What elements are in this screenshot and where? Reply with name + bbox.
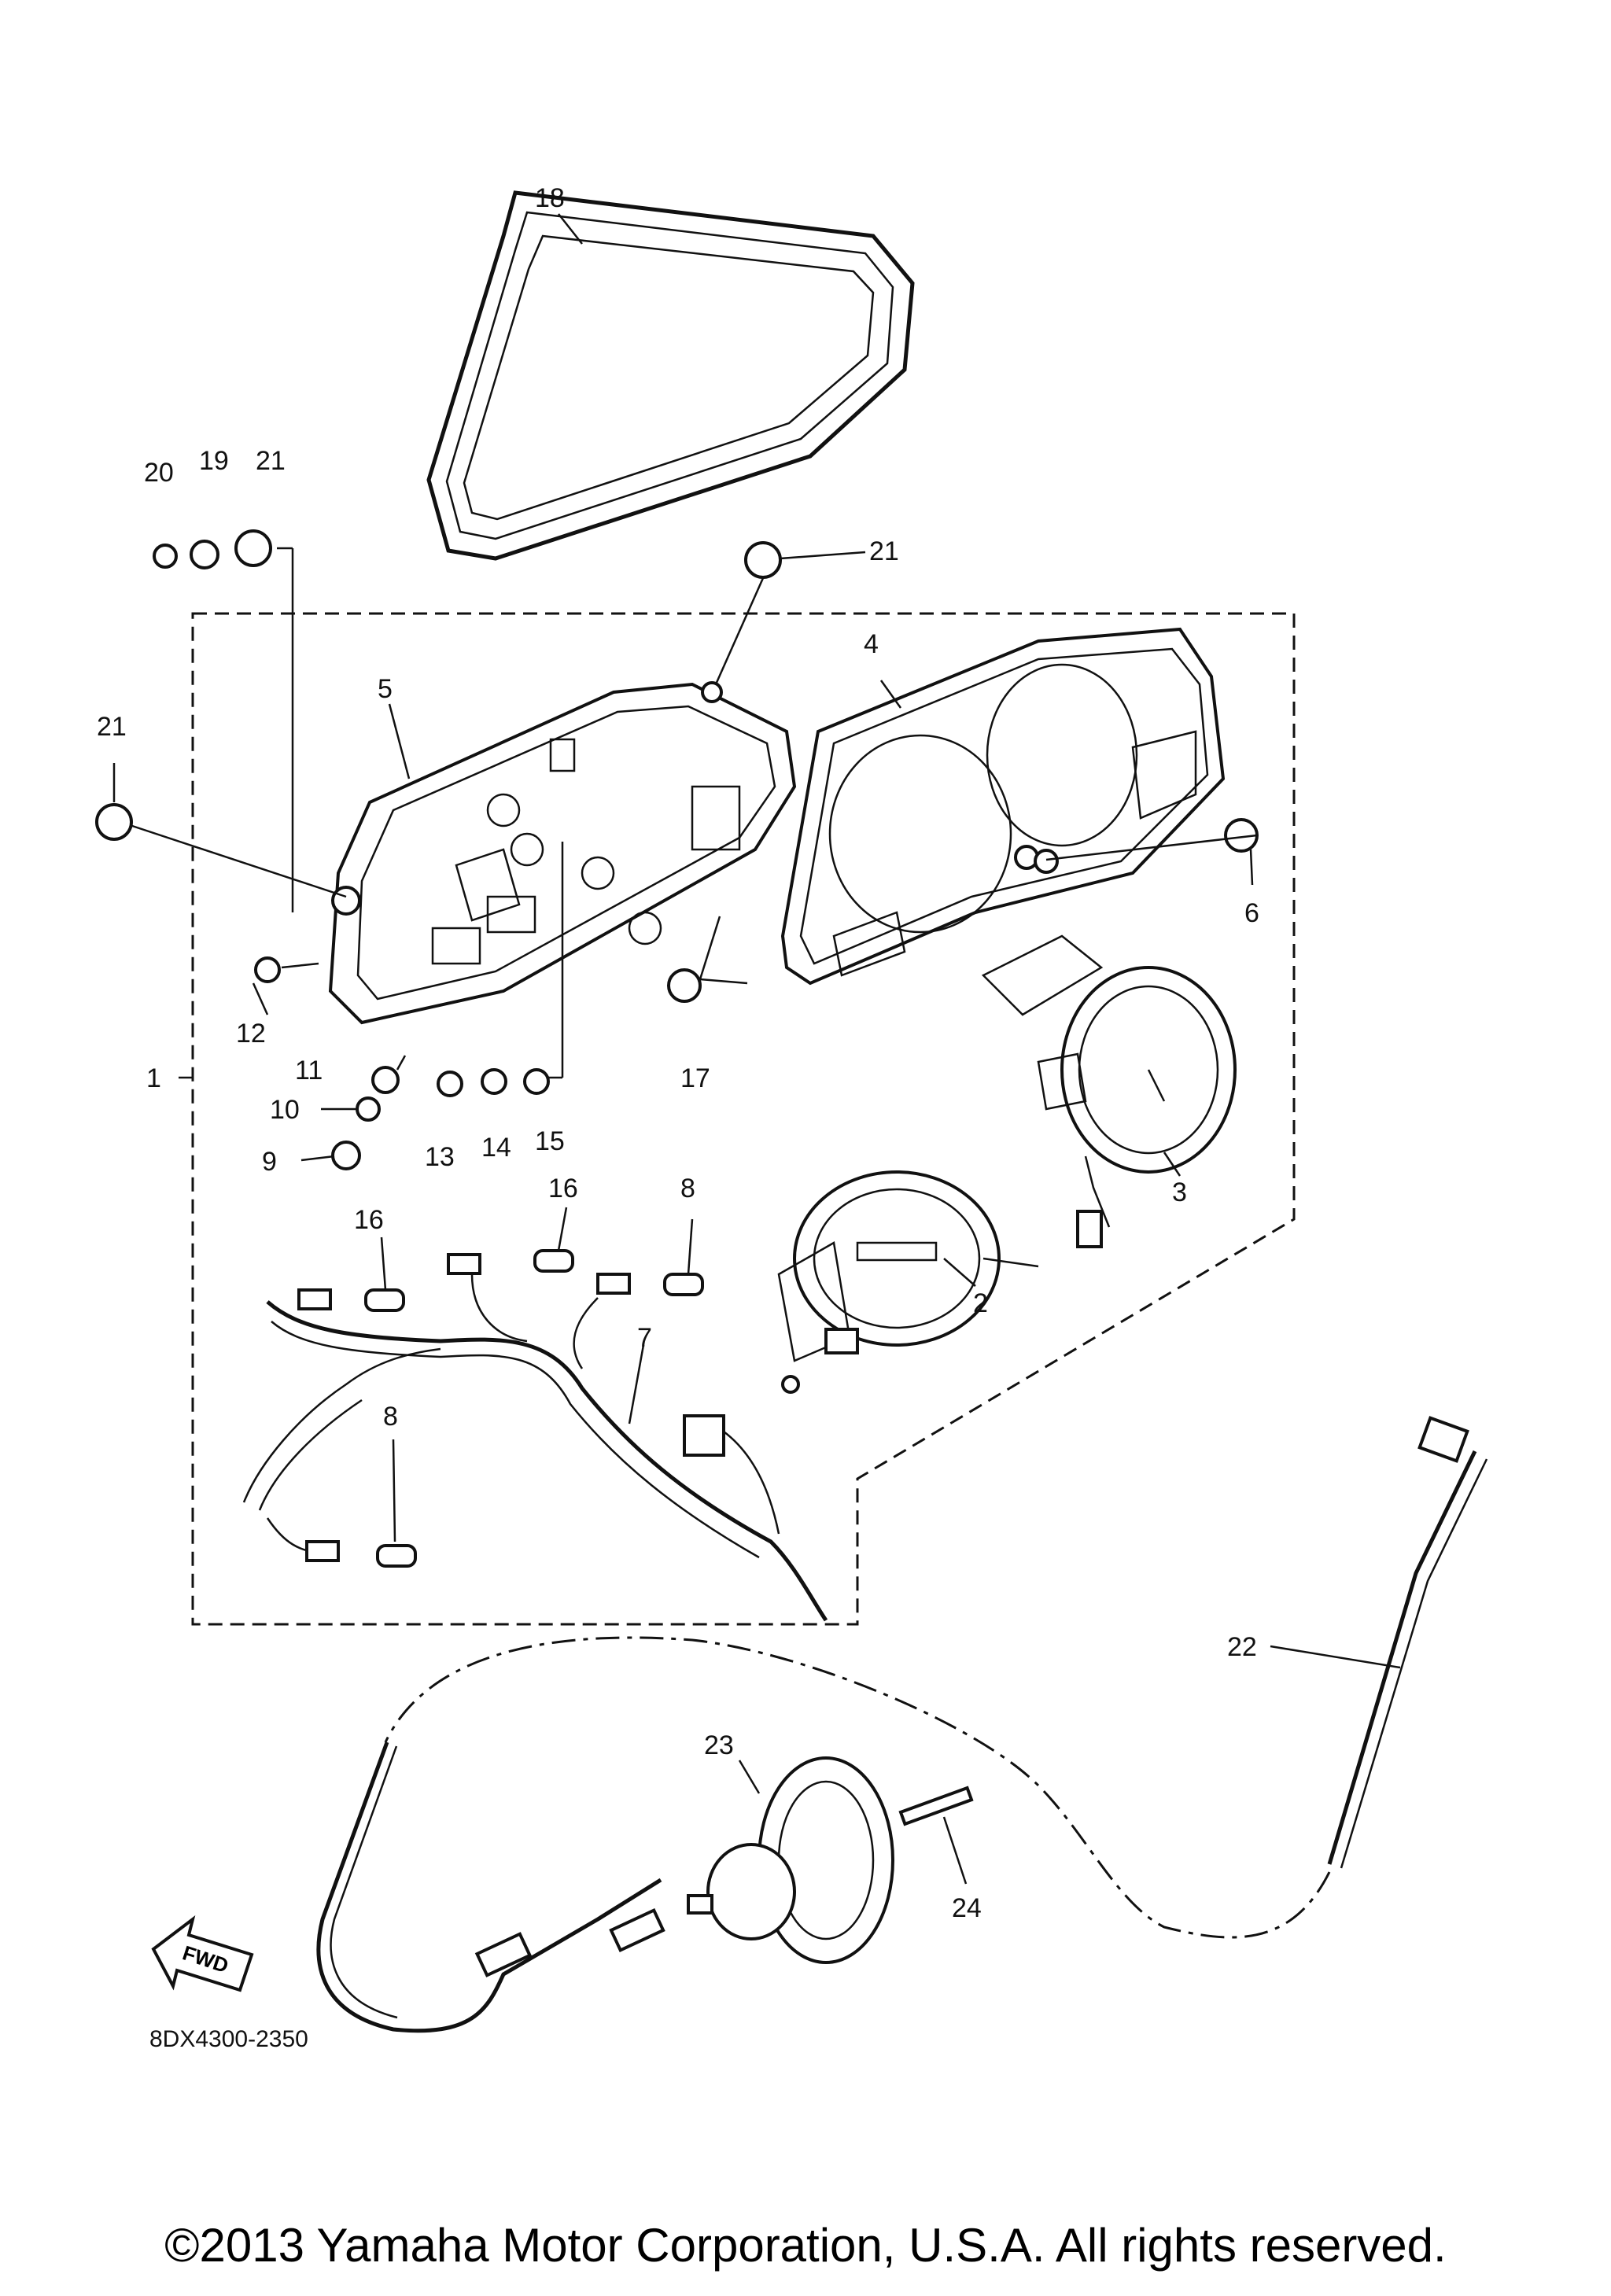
callout-11: 11 bbox=[295, 1056, 323, 1085]
callout-2: 2 bbox=[973, 1288, 988, 1318]
bulbs bbox=[364, 1249, 704, 1568]
part-23-gear-unit bbox=[609, 1756, 894, 1964]
callout-21-top-left: 21 bbox=[256, 446, 286, 476]
assembly-boundary bbox=[191, 612, 1296, 1626]
callout-8-bottom: 8 bbox=[383, 1402, 398, 1432]
part-18-gasket bbox=[426, 190, 915, 561]
callout-22: 22 bbox=[1227, 1632, 1257, 1662]
callout-24: 24 bbox=[952, 1893, 982, 1923]
callout-18: 18 bbox=[535, 183, 565, 213]
callout-labels: 18 20 19 21 21 21 5 4 6 12 17 1 11 10 9 … bbox=[97, 183, 1259, 2052]
callout-23: 23 bbox=[704, 1730, 734, 1760]
callout-12: 12 bbox=[236, 1019, 266, 1048]
callout-19: 19 bbox=[199, 446, 229, 476]
callout-1: 1 bbox=[146, 1063, 161, 1093]
callout-6: 6 bbox=[1244, 898, 1259, 928]
callout-13: 13 bbox=[425, 1142, 455, 1172]
part-2-gauge bbox=[777, 1170, 1039, 1394]
callout-8-top: 8 bbox=[680, 1174, 695, 1203]
callout-21-top-right: 21 bbox=[869, 536, 899, 566]
callout-20: 20 bbox=[144, 458, 174, 488]
small-hardware bbox=[95, 529, 1259, 1170]
leader-lines bbox=[112, 213, 1401, 1885]
callout-4: 4 bbox=[864, 629, 879, 659]
callout-5: 5 bbox=[378, 674, 393, 704]
callout-15: 15 bbox=[535, 1126, 565, 1156]
callout-10: 10 bbox=[270, 1095, 300, 1125]
part-22-cable bbox=[316, 1416, 1488, 2033]
callout-16-right: 16 bbox=[548, 1174, 578, 1203]
part-7-wire-harness bbox=[242, 1253, 828, 1622]
callout-16-left: 16 bbox=[354, 1205, 384, 1235]
callout-21-left: 21 bbox=[97, 712, 127, 742]
callout-17: 17 bbox=[680, 1063, 710, 1093]
drawing-code: 8DX4300-2350 bbox=[149, 2026, 308, 2052]
part-4-meter-panel bbox=[780, 627, 1226, 986]
part-3-gauge-unit bbox=[981, 934, 1237, 1248]
callout-9: 9 bbox=[262, 1147, 277, 1177]
callout-3: 3 bbox=[1172, 1177, 1187, 1207]
part-24-pin bbox=[898, 1786, 974, 1826]
callout-7: 7 bbox=[637, 1323, 652, 1353]
fwd-arrow-icon: FWD bbox=[151, 1915, 254, 1992]
callout-14: 14 bbox=[481, 1133, 511, 1163]
copyright-notice: ©2013 Yamaha Motor Corporation, U.S.A. A… bbox=[164, 2219, 1447, 2272]
